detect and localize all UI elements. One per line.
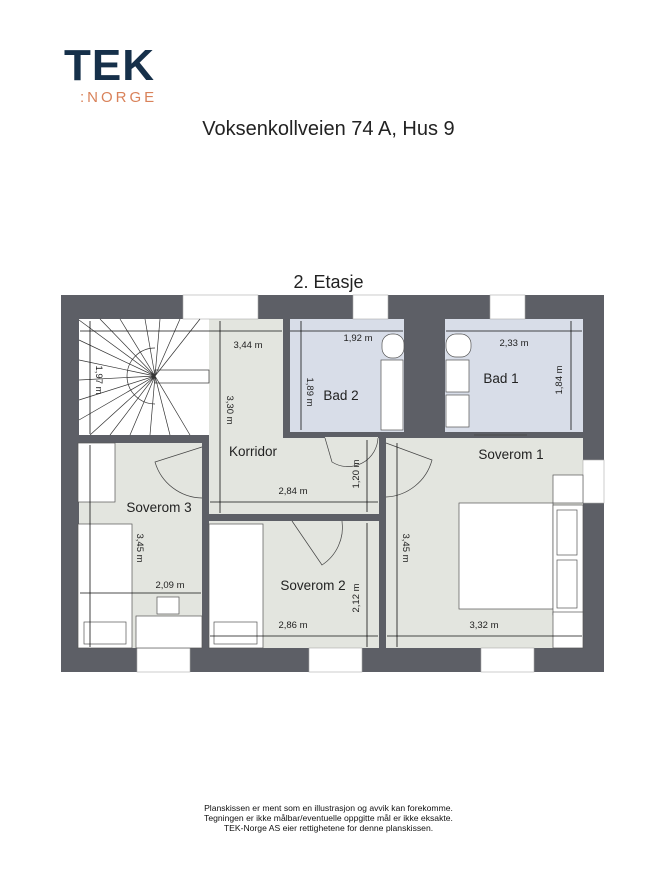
dim-label: 3,32 m — [469, 620, 498, 631]
disclaimer-line: TEK-Norge AS eier rettighetene for denne… — [223, 823, 434, 833]
room-label-soverom-2: Soverom 2 — [280, 578, 345, 593]
dim-label: 2,86 m — [278, 620, 307, 631]
dim-label: 1,84 m — [554, 365, 565, 394]
disclaimer-line: Tegningen er ikke målbar/eventuelle oppg… — [204, 813, 453, 823]
dim-label: 3,45 m — [134, 533, 145, 562]
dim-label: 1,92 m — [343, 333, 372, 344]
doors — [154, 434, 527, 566]
dim-label: 1,20 m — [351, 459, 362, 488]
staircase — [78, 318, 210, 436]
tek-norge-logo: TEK :NORGE — [64, 44, 164, 109]
room-label-korridor: Korridor — [229, 444, 278, 459]
dim-label: 2,84 m — [278, 486, 307, 497]
room-label-soverom-3: Soverom 3 — [126, 500, 191, 515]
room-label-bad-2: Bad 2 — [323, 388, 358, 403]
logo-sub: :NORGE — [80, 89, 158, 106]
room-label-soverom-1: Soverom 1 — [478, 447, 543, 462]
dim-label: 2,33 m — [499, 338, 528, 349]
disclaimer: Planskissen er ment som en illustrasjon … — [0, 803, 657, 833]
interior-walls — [79, 295, 583, 648]
floor-korridor-low — [209, 437, 379, 514]
disclaimer-line: Planskissen er ment som en illustrasjon … — [204, 803, 453, 813]
furniture — [77, 333, 584, 649]
logo-brand: TEK — [64, 41, 155, 90]
dim-label: 1,89 m — [304, 377, 315, 406]
address-title: Voksenkollveien 74 A, Hus 9 — [202, 118, 455, 140]
dim-label: 3,44 m — [233, 340, 262, 351]
dim-label: 3,30 m — [224, 395, 235, 424]
dim-label: 2,12 m — [351, 583, 362, 612]
dim-label: 1,97 m — [93, 365, 104, 394]
dim-label: 2,09 m — [155, 580, 184, 591]
floor-title: 2. Etasje — [293, 272, 364, 292]
windows — [136, 294, 605, 673]
dimension-lines — [80, 321, 582, 647]
room-label-bad-1: Bad 1 — [483, 371, 518, 386]
dim-label: 3,45 m — [400, 533, 411, 562]
